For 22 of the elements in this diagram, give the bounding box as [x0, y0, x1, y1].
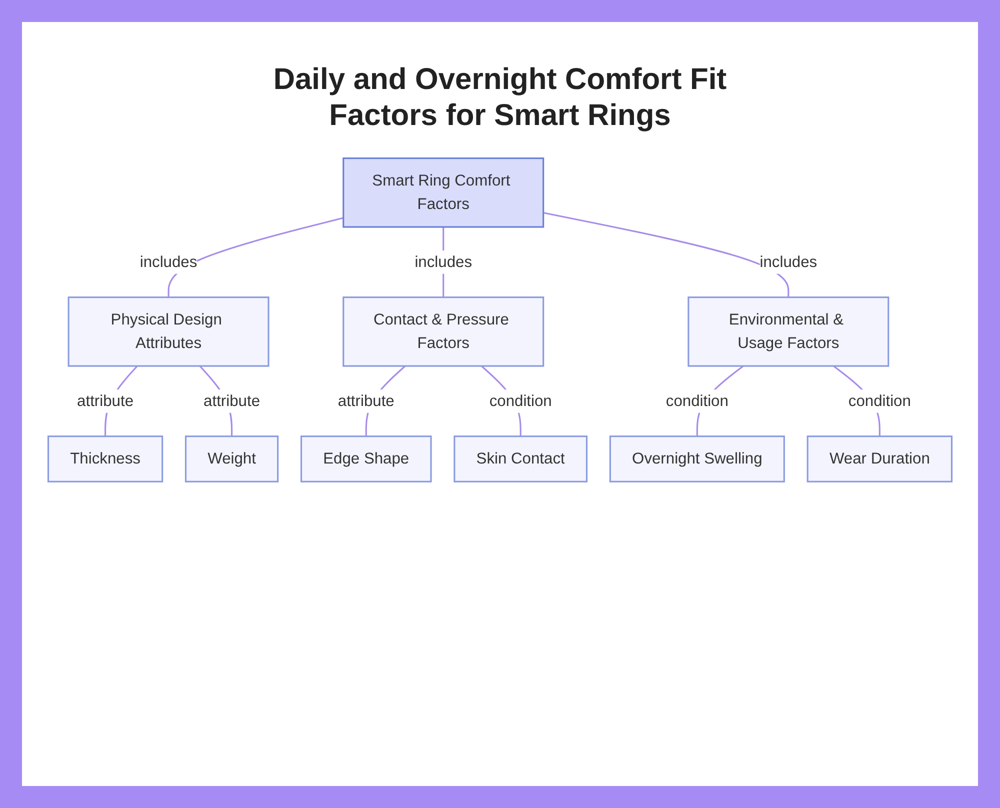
connector [168, 217, 344, 298]
node-box: Physical Design Attributes [68, 296, 270, 367]
edge-label: condition [666, 392, 728, 410]
node-box: Smart Ring Comfort Factors [342, 157, 544, 228]
edge-label: condition [489, 392, 552, 410]
diagram-title: Daily and Overnight Comfort Fit Factors for Smart Rings [272, 62, 728, 134]
edge-label: includes [760, 254, 818, 271]
node-box: Skin Contact [454, 436, 588, 482]
node-box: Contact & Pressure Factors [342, 296, 544, 367]
node-box: Overnight Swelling [609, 436, 785, 482]
node-box: Thickness [47, 436, 164, 482]
node-box: Edge Shape [300, 436, 432, 482]
edge-label: includes [414, 254, 472, 271]
edge-label: condition [848, 392, 911, 410]
edge-label: attribute [338, 392, 394, 410]
node-box: Environmental & Usage Factors [688, 296, 890, 367]
node-box: Weight [184, 436, 279, 482]
edge-label: attribute [77, 392, 134, 410]
node-box: Wear Duration [806, 436, 953, 482]
edge-label: includes [140, 254, 198, 271]
edge-label: attribute [204, 392, 260, 410]
connector [543, 212, 790, 298]
